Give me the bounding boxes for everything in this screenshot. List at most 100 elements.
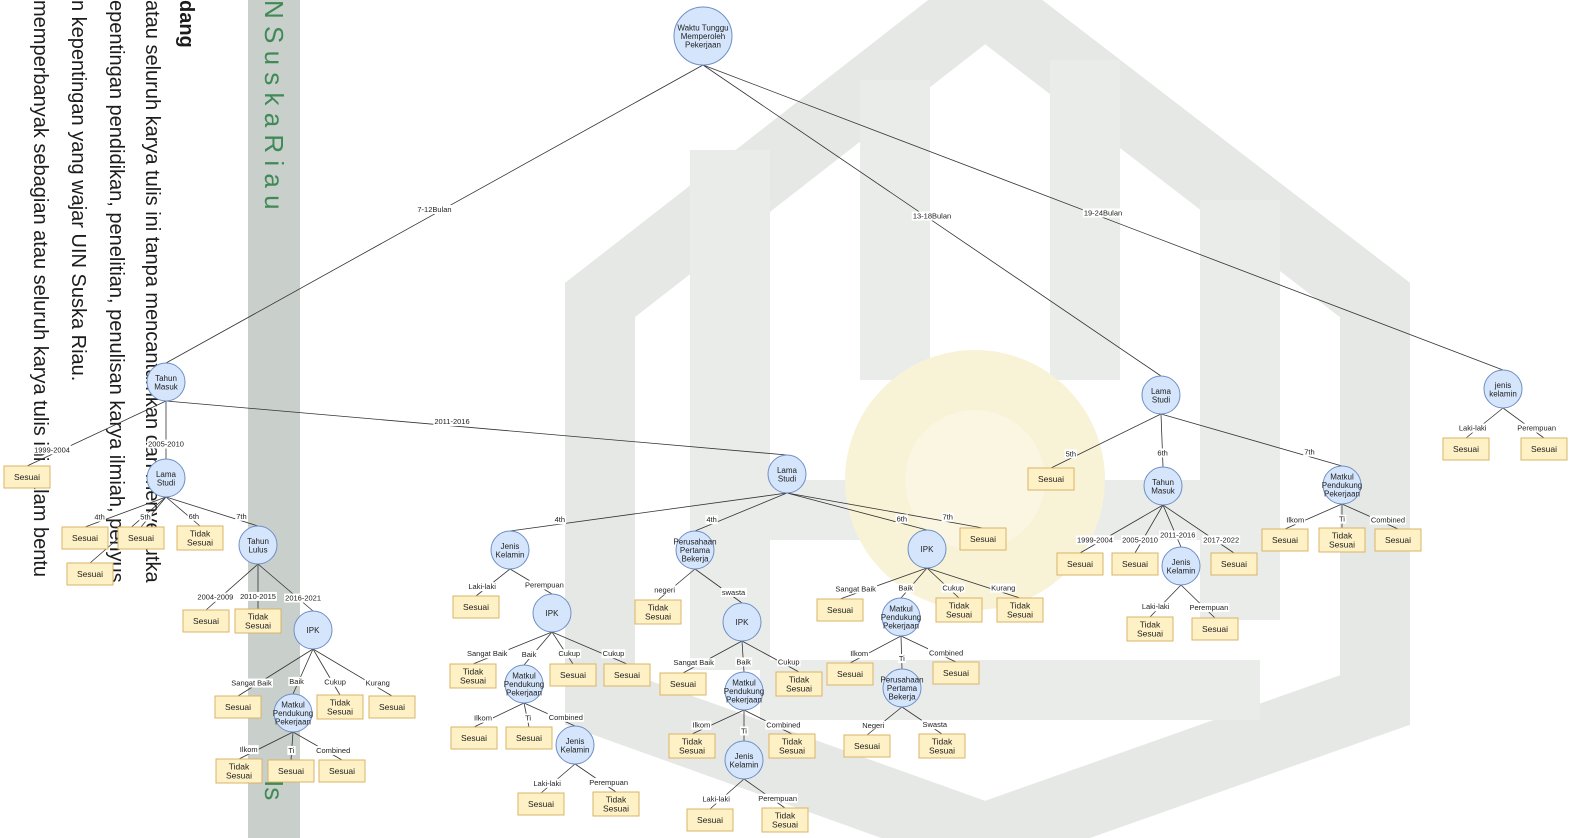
node-label: kelamin	[1489, 389, 1517, 398]
leaf-box	[1374, 528, 1422, 552]
edge-label: Laki-laki	[1459, 424, 1487, 433]
edge-label: Combined	[929, 648, 963, 657]
tree-leaf: Sesuai	[61, 526, 109, 550]
leaf-box	[932, 661, 980, 685]
node-label: Tidak	[1010, 601, 1031, 611]
node-label: Sesuai	[786, 684, 812, 694]
edge-label-bg	[1159, 530, 1197, 540]
tree-leaf: Sesuai	[549, 663, 597, 687]
node-circle	[238, 525, 278, 565]
node-label: Perusahaan	[673, 538, 716, 547]
tree-edge	[312, 648, 341, 696]
node-circle	[504, 664, 544, 704]
tree-leaf: Sesuai	[1210, 552, 1258, 576]
edge-label-bg	[928, 648, 965, 658]
node-label: Bekerja	[681, 555, 709, 564]
edge-label-bg	[93, 512, 106, 522]
node-circle	[673, 6, 733, 66]
edge-label-bg	[861, 720, 886, 730]
edge-label-bg	[1338, 514, 1347, 524]
edge-label: Perempuan	[525, 581, 564, 590]
node-label: Tidak	[330, 698, 351, 708]
edge-label: Baik	[289, 677, 304, 686]
edges-layer	[26, 64, 1545, 810]
tree-edge	[1162, 504, 1182, 548]
edge-label: 2005-2010	[148, 440, 184, 449]
node-label: Sesuai	[1385, 535, 1411, 545]
node-label: Pekerjaan	[1324, 490, 1360, 499]
node-label: Tahun	[247, 537, 269, 546]
tree-edge	[1160, 413, 1164, 468]
edge-label-bg	[1082, 208, 1124, 218]
side-text-line: atau seluruh karya tulis ini tanpa menca…	[141, 0, 163, 583]
leaf-box	[234, 608, 282, 634]
edge-label-bg	[532, 778, 563, 788]
leaf-box	[3, 465, 51, 489]
node-label: Pendukung	[724, 687, 764, 696]
tree-edge	[741, 640, 745, 673]
edge-label-bg	[757, 793, 799, 803]
edge-label-bg	[672, 658, 716, 668]
tree-edge	[786, 492, 928, 531]
leaf-box	[450, 726, 498, 750]
node-label: Tidak	[606, 795, 627, 805]
node-label: Sesuai	[1122, 559, 1148, 569]
node-label: Tahun	[155, 374, 177, 383]
edge-label: Perempuan	[589, 778, 628, 787]
edge-label: swasta	[722, 588, 746, 597]
edge-label-bg	[147, 439, 185, 449]
node-label: Sesuai	[679, 746, 705, 756]
tree-leaf: Sesuai	[318, 759, 366, 783]
edge-label-bg	[740, 726, 749, 736]
edge-label-bg	[1188, 603, 1230, 613]
edge-label-bg	[524, 713, 533, 723]
leaf-box	[117, 526, 165, 550]
edge-label-bg	[1156, 448, 1169, 458]
tree-leaf: Sesuai	[214, 695, 262, 719]
tree-edge	[694, 492, 788, 532]
node-label: Waktu Tunggu	[677, 24, 728, 33]
node-circle	[273, 693, 313, 733]
leaf-box	[843, 734, 891, 758]
node-label: IPK	[546, 609, 560, 618]
edge-label: Laki-laki	[468, 582, 496, 591]
tree-edge	[1160, 413, 1343, 467]
edge-label-bg	[990, 583, 1017, 593]
leaf-box	[1027, 467, 1075, 491]
node-label: Lama	[1151, 387, 1172, 396]
node-label: Sesuai	[528, 799, 554, 809]
leaf-box	[452, 595, 500, 619]
node-label: Sesuai	[327, 707, 353, 717]
tree-edge	[1465, 407, 1504, 439]
leaf-box	[1126, 616, 1174, 642]
tree-edge	[694, 568, 743, 604]
tree-leaf: Sesuai	[1261, 528, 1309, 552]
leaf-box	[634, 599, 682, 625]
edge-label-bg	[557, 649, 582, 659]
tree-leaf: Sesuai	[517, 792, 565, 816]
node-circle	[1143, 466, 1183, 506]
tree-edge	[926, 567, 960, 599]
node-label: Pekerjaan	[726, 696, 762, 705]
node-label: Tidak	[463, 667, 484, 677]
edge-label-bg	[287, 745, 296, 755]
node-label: Jenis	[1172, 558, 1191, 567]
tree-edge	[786, 492, 984, 529]
tree-leaf: Sesuai	[686, 808, 734, 832]
leaf-box	[449, 663, 497, 689]
tree-leaf: Sesuai	[3, 465, 51, 489]
node-label: Jenis	[501, 542, 520, 551]
edge-label: 13-18Bulan	[913, 212, 951, 221]
edge-label: Cukup	[603, 649, 625, 658]
edge-label: 19-24Bulan	[1084, 209, 1122, 218]
node-label: Tidak	[775, 811, 796, 821]
